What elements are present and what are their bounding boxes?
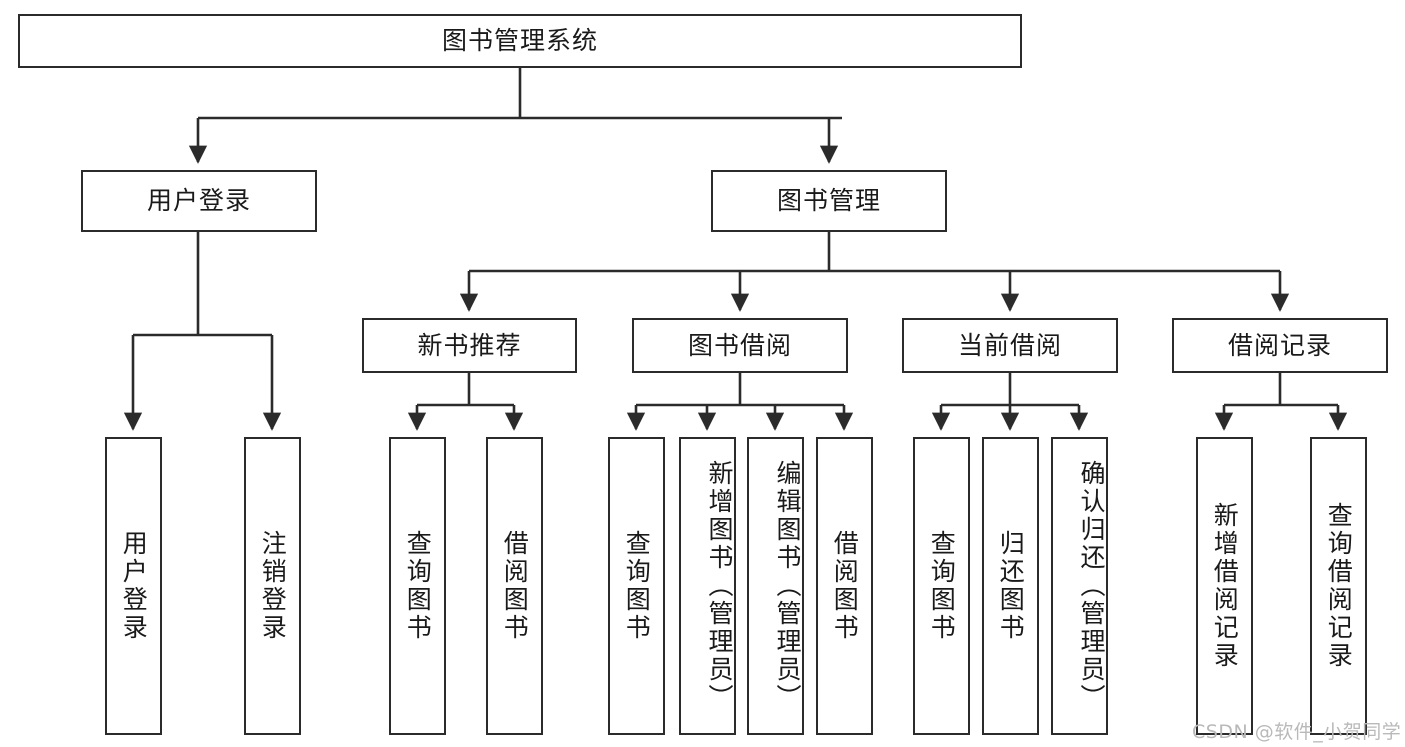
node-current-borrow[interactable]: 当前借阅 bbox=[902, 318, 1118, 373]
leaf-confirm-return-label: 确认归还（管理员） bbox=[1077, 460, 1106, 712]
node-new-book-recommend[interactable]: 新书推荐 bbox=[362, 318, 577, 373]
leaf-query-record-label: 查询借阅记录 bbox=[1324, 502, 1354, 670]
node-book-management-label: 图书管理 bbox=[776, 186, 881, 216]
node-current-borrow-label: 当前借阅 bbox=[957, 330, 1062, 360]
leaf-borrow-book-2[interactable]: 借阅图书 bbox=[816, 437, 873, 735]
leaf-return-book-label: 归还图书 bbox=[996, 530, 1026, 642]
leaf-query-book-1-label: 查询图书 bbox=[403, 530, 433, 642]
leaf-user-login[interactable]: 用户登录 bbox=[105, 437, 162, 735]
leaf-return-book[interactable]: 归还图书 bbox=[982, 437, 1039, 735]
node-new-book-recommend-label: 新书推荐 bbox=[417, 330, 522, 360]
node-root[interactable]: 图书管理系统 bbox=[18, 14, 1022, 68]
leaf-add-record[interactable]: 新增借阅记录 bbox=[1196, 437, 1253, 735]
leaf-query-record[interactable]: 查询借阅记录 bbox=[1310, 437, 1367, 735]
leaf-borrow-book-1-label: 借阅图书 bbox=[500, 530, 530, 642]
leaf-query-book-2[interactable]: 查询图书 bbox=[608, 437, 665, 735]
leaf-borrow-book-1[interactable]: 借阅图书 bbox=[486, 437, 543, 735]
node-root-label: 图书管理系统 bbox=[441, 26, 598, 56]
node-user-login[interactable]: 用户登录 bbox=[81, 170, 317, 232]
leaf-borrow-book-2-label: 借阅图书 bbox=[830, 530, 860, 642]
leaf-add-book-label: 新增图书（管理员） bbox=[705, 460, 734, 712]
leaf-edit-book[interactable]: 编辑图书（管理员） bbox=[747, 437, 804, 735]
node-borrow-record[interactable]: 借阅记录 bbox=[1172, 318, 1388, 373]
leaf-query-book-1[interactable]: 查询图书 bbox=[389, 437, 446, 735]
leaf-confirm-return[interactable]: 确认归还（管理员） bbox=[1051, 437, 1108, 735]
leaf-add-book[interactable]: 新增图书（管理员） bbox=[679, 437, 736, 735]
node-book-borrow-label: 图书借阅 bbox=[687, 330, 792, 360]
leaf-user-login-label: 用户登录 bbox=[119, 530, 149, 642]
leaf-user-logout[interactable]: 注销登录 bbox=[244, 437, 301, 735]
leaf-query-book-3-label: 查询图书 bbox=[927, 530, 957, 642]
leaf-edit-book-label: 编辑图书（管理员） bbox=[773, 460, 802, 712]
leaf-query-book-3[interactable]: 查询图书 bbox=[913, 437, 970, 735]
csdn-watermark: CSDN @软件_小贺同学 bbox=[1192, 721, 1402, 743]
node-borrow-record-label: 借阅记录 bbox=[1227, 330, 1332, 360]
node-book-borrow[interactable]: 图书借阅 bbox=[632, 318, 848, 373]
node-user-login-label: 用户登录 bbox=[146, 186, 251, 216]
leaf-add-record-label: 新增借阅记录 bbox=[1210, 502, 1240, 670]
leaf-user-logout-label: 注销登录 bbox=[258, 530, 288, 642]
node-book-management[interactable]: 图书管理 bbox=[711, 170, 947, 232]
leaf-query-book-2-label: 查询图书 bbox=[622, 530, 652, 642]
